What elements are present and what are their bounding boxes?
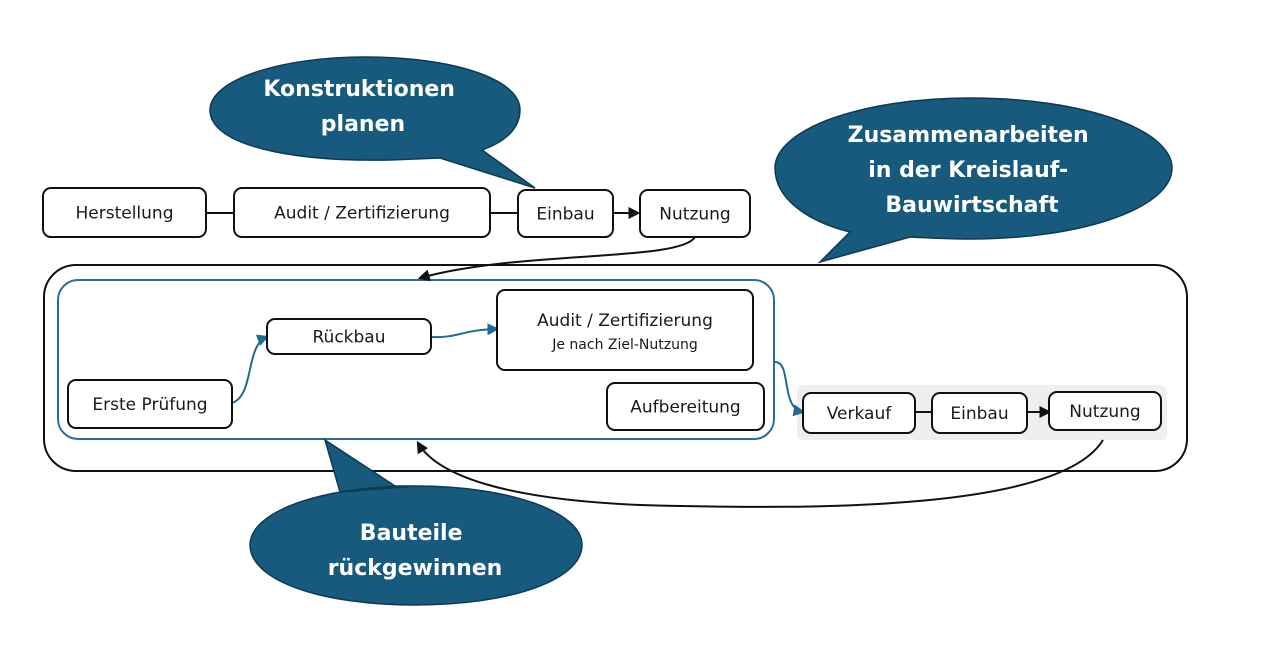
callout-collaborate: Zusammenarbeiten in der Kreislauf- Bauwi…: [774, 97, 1173, 264]
node-label: Audit / Zertifizierung: [274, 204, 450, 224]
callout-recover-line-2: rückgewinnen: [328, 556, 503, 581]
arrow-nutzung-to-recovery: [417, 236, 696, 282]
callout-plan-line-2: planen: [321, 112, 405, 137]
callout-plan-line-1: Konstruktionen: [263, 77, 455, 102]
callout-collaborate-bubble: [774, 97, 1173, 264]
callout-recover: Bauteile rückgewinnen: [249, 438, 583, 606]
callout-collaborate-line-3: Bauwirtschaft: [885, 193, 1059, 218]
recovery-node-aufbereitung: Aufbereitung: [606, 382, 765, 431]
recovery-node-rückbau: Rückbau: [266, 318, 432, 355]
node-label: Nutzung: [659, 205, 730, 225]
reuse-nodes: Verkauf Einbau Nutzung: [802, 391, 1162, 434]
linear-node-einbau: Einbau: [517, 189, 614, 238]
node-box: [1048, 391, 1162, 431]
node-label: Einbau: [950, 404, 1008, 424]
linear-nodes: Herstellung Audit / Zertifizierung Einbau N…: [42, 187, 751, 238]
linear-node-herstellung: Herstellung: [42, 187, 207, 238]
recovery-phase-frame: [57, 279, 775, 440]
recovery-nodes: Erste Prüfung Rückbau Audit / Zertifizieru…: [67, 289, 765, 431]
callout-collaborate-line-1: Zusammenarbeiten: [848, 123, 1089, 148]
node-label: Aufbereitung: [630, 398, 740, 418]
linear-node-audit-zertifizierung: Audit / Zertifizierung: [233, 187, 491, 238]
svg-text:Konstruktionen planen: Konstruktionen planen: [263, 77, 462, 137]
node-label: Verkauf: [827, 404, 892, 424]
node-box: [517, 189, 614, 238]
node-label: Einbau: [536, 205, 594, 225]
callout-plan-bubble: [209, 56, 536, 189]
reuse-node-nutzung: Nutzung: [1048, 391, 1162, 431]
node-box: [606, 382, 765, 431]
svg-text:Zusammenarbeiten in der: Zusammenarbeiten in der Kreislauf- Bauwi…: [848, 123, 1097, 218]
recovery-node-erste-prüfung: Erste Prüfung: [67, 379, 233, 429]
callout-collaborate-line-2: in der Kreislauf-: [868, 158, 1068, 183]
node-box: [931, 392, 1028, 434]
callout-recover-line-1: Bauteile: [360, 521, 463, 546]
node-sublabel: Je nach Ziel-Nutzung: [551, 337, 698, 353]
reuse-node-einbau: Einbau: [931, 392, 1028, 434]
svg-text:Bauteile rückgewinnen: Bauteile rückgewinnen: [328, 521, 503, 581]
node-box: [802, 392, 916, 434]
node-label: Audit / Zertifizierung: [537, 311, 713, 331]
arrow-reuse-loop-back: [416, 439, 1104, 508]
reuse-node-verkauf: Verkauf: [802, 392, 916, 434]
node-label: Nutzung: [1069, 402, 1140, 422]
node-box: [67, 379, 233, 429]
node-box: [233, 187, 491, 238]
recovery-node-audit-zertifizierung: Audit / Zertifizierung Je nach Ziel-Nutzu…: [496, 289, 754, 371]
node-box: [496, 289, 754, 371]
callout-recover-bubble: [249, 438, 583, 606]
node-box: [639, 189, 751, 238]
arrow-rueckbau-audit: [430, 323, 500, 339]
node-label: Rückbau: [313, 328, 386, 348]
linear-node-nutzung: Nutzung: [639, 189, 751, 238]
node-box: [266, 318, 432, 355]
arrow-recovery-to-verkauf: [774, 361, 806, 417]
callout-plan: Konstruktionen planen: [209, 56, 536, 189]
node-box: [42, 187, 207, 238]
arrow-pruefung-rueckbau: [231, 334, 270, 404]
node-label: Erste Prüfung: [92, 395, 207, 415]
node-label: Herstellung: [76, 204, 174, 224]
